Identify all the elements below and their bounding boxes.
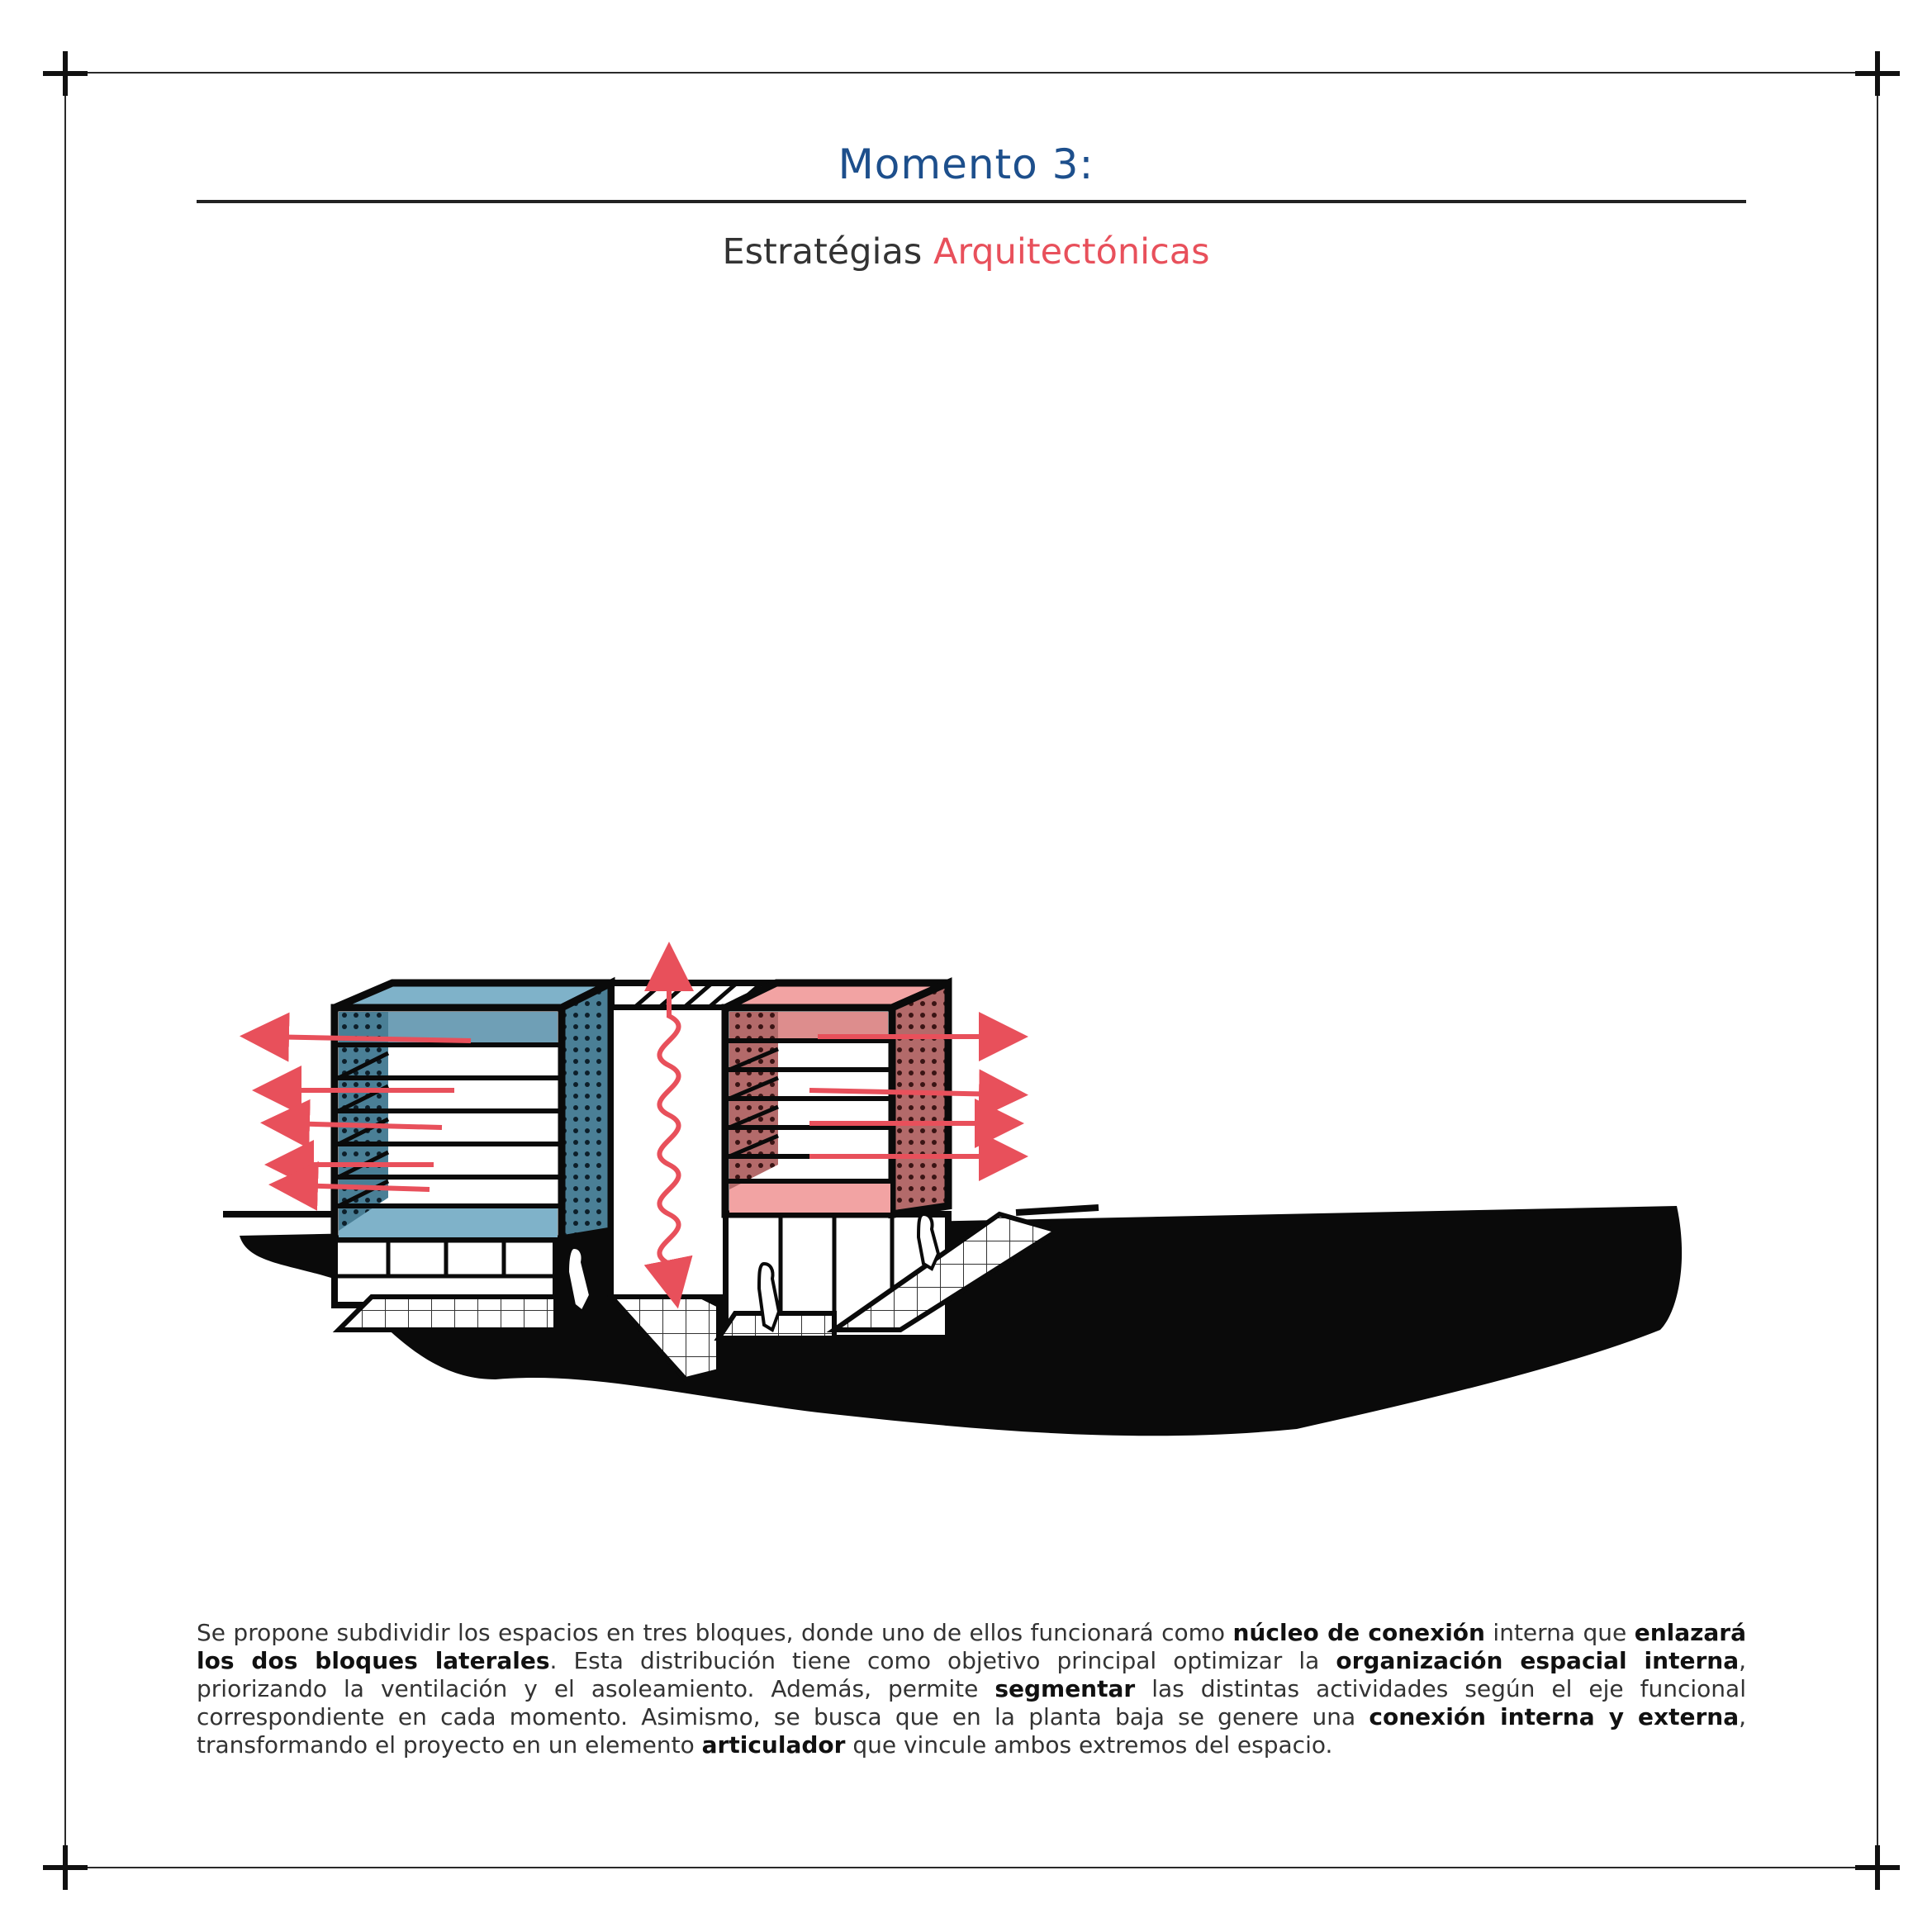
title-divider (197, 200, 1746, 203)
text-segment: , transformando el proyecto en un elemen… (197, 1703, 1747, 1759)
ground-mass (240, 1206, 1683, 1436)
ventilation-arrows-right (809, 1012, 1028, 1181)
right-block-side (888, 977, 952, 1219)
crop-mark-bottom-left (43, 1845, 88, 1890)
text-segment: que vincule ambos extremos del espacio. (845, 1731, 1333, 1759)
person-silhouette-2 (757, 1261, 781, 1332)
ramp-right (826, 1211, 1064, 1332)
text-segment: , priorizando la ventilación y el asolea… (197, 1647, 1746, 1702)
left-block-side (558, 976, 615, 1244)
bold-segment: enlazará los dos bloques laterales (197, 1619, 1747, 1674)
architectural-section-diagram (223, 942, 1683, 1436)
ground-grid-left (332, 1294, 558, 1332)
subtitle-plain: Estratégias (722, 231, 933, 273)
bold-segment: organización espacial interna (1336, 1647, 1740, 1674)
page-title: Momento 3: (838, 140, 1094, 188)
core-ventilation-path (644, 942, 694, 1266)
bold-segment: segmentar (994, 1675, 1136, 1702)
page-subtitle: Estratégias Arquitectónicas (0, 231, 1932, 273)
person-silhouette-3 (916, 1212, 941, 1271)
text-segment: interna que (1484, 1619, 1635, 1646)
person-silhouette-1 (565, 1245, 593, 1315)
description-paragraph: Se propone subdividir los espacios en tr… (197, 1619, 1746, 1759)
text-segment: Se propone subdividir los espacios en tr… (197, 1619, 1233, 1646)
crop-mark-top-left (43, 51, 88, 96)
bold-segment: articulador (701, 1731, 846, 1759)
subtitle-accent: Arquitectónicas (933, 231, 1210, 273)
ground-grid-right (714, 1311, 837, 1341)
crop-mark-bottom-right (1855, 1845, 1900, 1890)
ventilation-arrows-left (240, 1012, 472, 1211)
bold-segment: conexión interna y externa (1369, 1703, 1740, 1730)
text-segment: . Esta distribución tiene como objetivo … (549, 1647, 1336, 1674)
text-segment: las distintas actividades según el eje f… (197, 1675, 1746, 1730)
crop-mark-top-right (1855, 51, 1900, 96)
core-void (609, 1005, 728, 1299)
bold-segment: núcleo de conexión (1232, 1619, 1485, 1646)
page-frame (64, 72, 1878, 1868)
